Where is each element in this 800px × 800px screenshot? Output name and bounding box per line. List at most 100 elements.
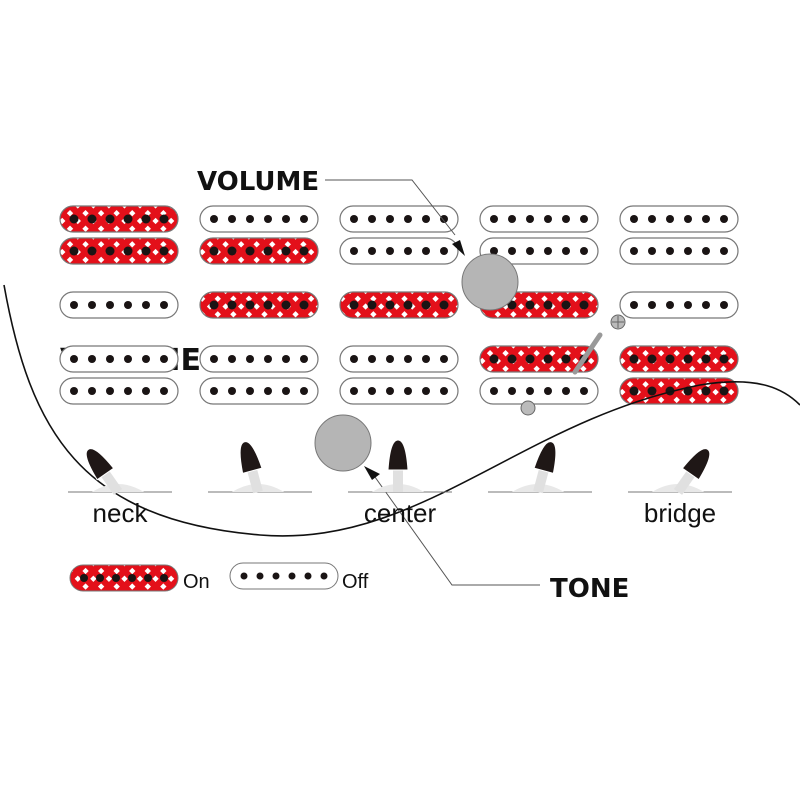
pole-piece [701, 386, 711, 396]
switch-lever-2 [208, 441, 312, 494]
lever-tip-icon [673, 448, 711, 495]
legend-on: On [69, 564, 210, 593]
coil-middle-on [199, 291, 319, 319]
pole-piece [404, 387, 412, 395]
pole-piece [665, 354, 675, 364]
pole-piece [159, 246, 169, 256]
pole-piece [210, 355, 218, 363]
pole-piece [142, 301, 150, 309]
coil-neck-top-off [479, 205, 599, 233]
switch-label-bridge: bridge [644, 498, 716, 528]
pole-piece [439, 300, 449, 310]
pole-piece [105, 246, 115, 256]
pole-piece [141, 214, 151, 224]
pole-piece [526, 215, 534, 223]
pole-piece [508, 387, 516, 395]
coil-bridge-bottom-off [479, 377, 599, 405]
pole-piece [422, 387, 430, 395]
pole-piece [720, 301, 728, 309]
pole-piece [87, 214, 97, 224]
coil-middle-on [339, 291, 459, 319]
pole-piece [684, 215, 692, 223]
switch-lever-neck [68, 448, 172, 495]
pole-piece [526, 247, 534, 255]
pole-piece [263, 246, 273, 256]
switch-blade [572, 332, 603, 375]
switch-position-column [199, 205, 319, 405]
coil-neck-top-on [59, 205, 179, 233]
lever-tip-icon [533, 441, 557, 494]
pole-piece [88, 355, 96, 363]
wiring-curve [3, 284, 800, 537]
pole-piece [228, 215, 236, 223]
pole-piece [386, 355, 394, 363]
pole-piece [300, 387, 308, 395]
pole-piece [246, 387, 254, 395]
pole-piece [367, 300, 377, 310]
coil-neck-bottom-off [619, 237, 739, 265]
volume-knob[interactable] [461, 253, 519, 311]
coil-bridge-top-on [479, 345, 599, 373]
pole-piece [404, 247, 412, 255]
pole-piece [88, 387, 96, 395]
pole-piece [561, 300, 571, 310]
pole-piece [240, 572, 248, 580]
pole-piece [246, 355, 254, 363]
pole-piece [69, 246, 79, 256]
pole-piece [123, 246, 133, 256]
pole-piece [350, 247, 358, 255]
pole-piece [210, 387, 218, 395]
pole-piece [281, 300, 291, 310]
pole-piece [562, 387, 570, 395]
pole-piece [561, 354, 571, 364]
pole-piece [209, 246, 219, 256]
pole-piece [720, 247, 728, 255]
pole-piece [580, 387, 588, 395]
pole-piece [368, 247, 376, 255]
pole-piece [263, 300, 273, 310]
coil-bridge-bottom-off [339, 377, 459, 405]
pole-piece [141, 246, 151, 256]
pole-piece [422, 215, 430, 223]
pole-piece [124, 301, 132, 309]
pole-piece [562, 247, 570, 255]
pole-piece [350, 355, 358, 363]
tone-knob[interactable] [314, 414, 372, 472]
pole-piece [490, 387, 498, 395]
coil-middle-off [59, 291, 179, 319]
pole-piece [209, 300, 219, 310]
pole-piece [245, 246, 255, 256]
pole-piece [684, 301, 692, 309]
coil-bridge-top-off [339, 345, 459, 373]
pole-piece [70, 355, 78, 363]
pole-piece [630, 301, 638, 309]
pole-piece [648, 247, 656, 255]
coil-neck-bottom-on [59, 237, 179, 265]
pole-piece [128, 574, 136, 582]
pole-piece [288, 572, 296, 580]
pole-piece [648, 215, 656, 223]
pole-piece [440, 215, 448, 223]
pole-piece [112, 574, 120, 582]
pole-piece [160, 387, 168, 395]
coil-neck-bottom-off [339, 237, 459, 265]
pole-piece [299, 300, 309, 310]
pole-piece [264, 355, 272, 363]
pole-piece [210, 215, 218, 223]
pole-piece [544, 387, 552, 395]
pole-piece [544, 247, 552, 255]
pole-piece [227, 300, 237, 310]
pole-piece [142, 355, 150, 363]
pole-piece [702, 247, 710, 255]
pole-piece [144, 574, 152, 582]
pole-piece [281, 246, 291, 256]
pole-piece [88, 301, 96, 309]
pole-piece [228, 355, 236, 363]
tone-label: TONE [550, 574, 629, 604]
pole-piece [227, 246, 237, 256]
pole-piece [256, 572, 264, 580]
pole-piece [368, 215, 376, 223]
pole-piece [579, 300, 589, 310]
pole-piece [683, 354, 693, 364]
